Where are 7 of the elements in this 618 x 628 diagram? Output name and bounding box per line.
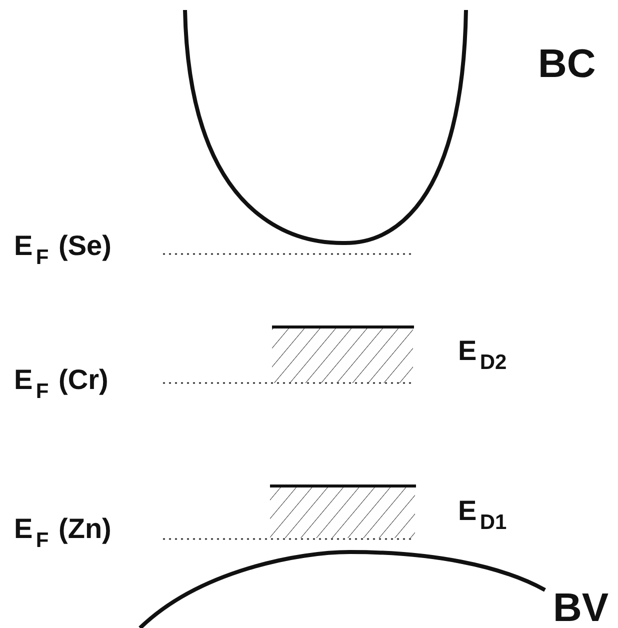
energy-level-label: E$_{F}$ (Cr) — [14, 366, 108, 402]
energy-level-label: E$_{D1}$ — [458, 497, 508, 534]
energy-level-label: BV — [553, 588, 609, 628]
energy-level-label: E$_{F}$ (Zn) — [14, 515, 112, 552]
energy-level-label: BC — [538, 44, 596, 84]
energy-level-label: E$_{F}$ (Se) — [14, 232, 112, 268]
energy-level-label: E$_{D2}$ — [458, 337, 508, 374]
